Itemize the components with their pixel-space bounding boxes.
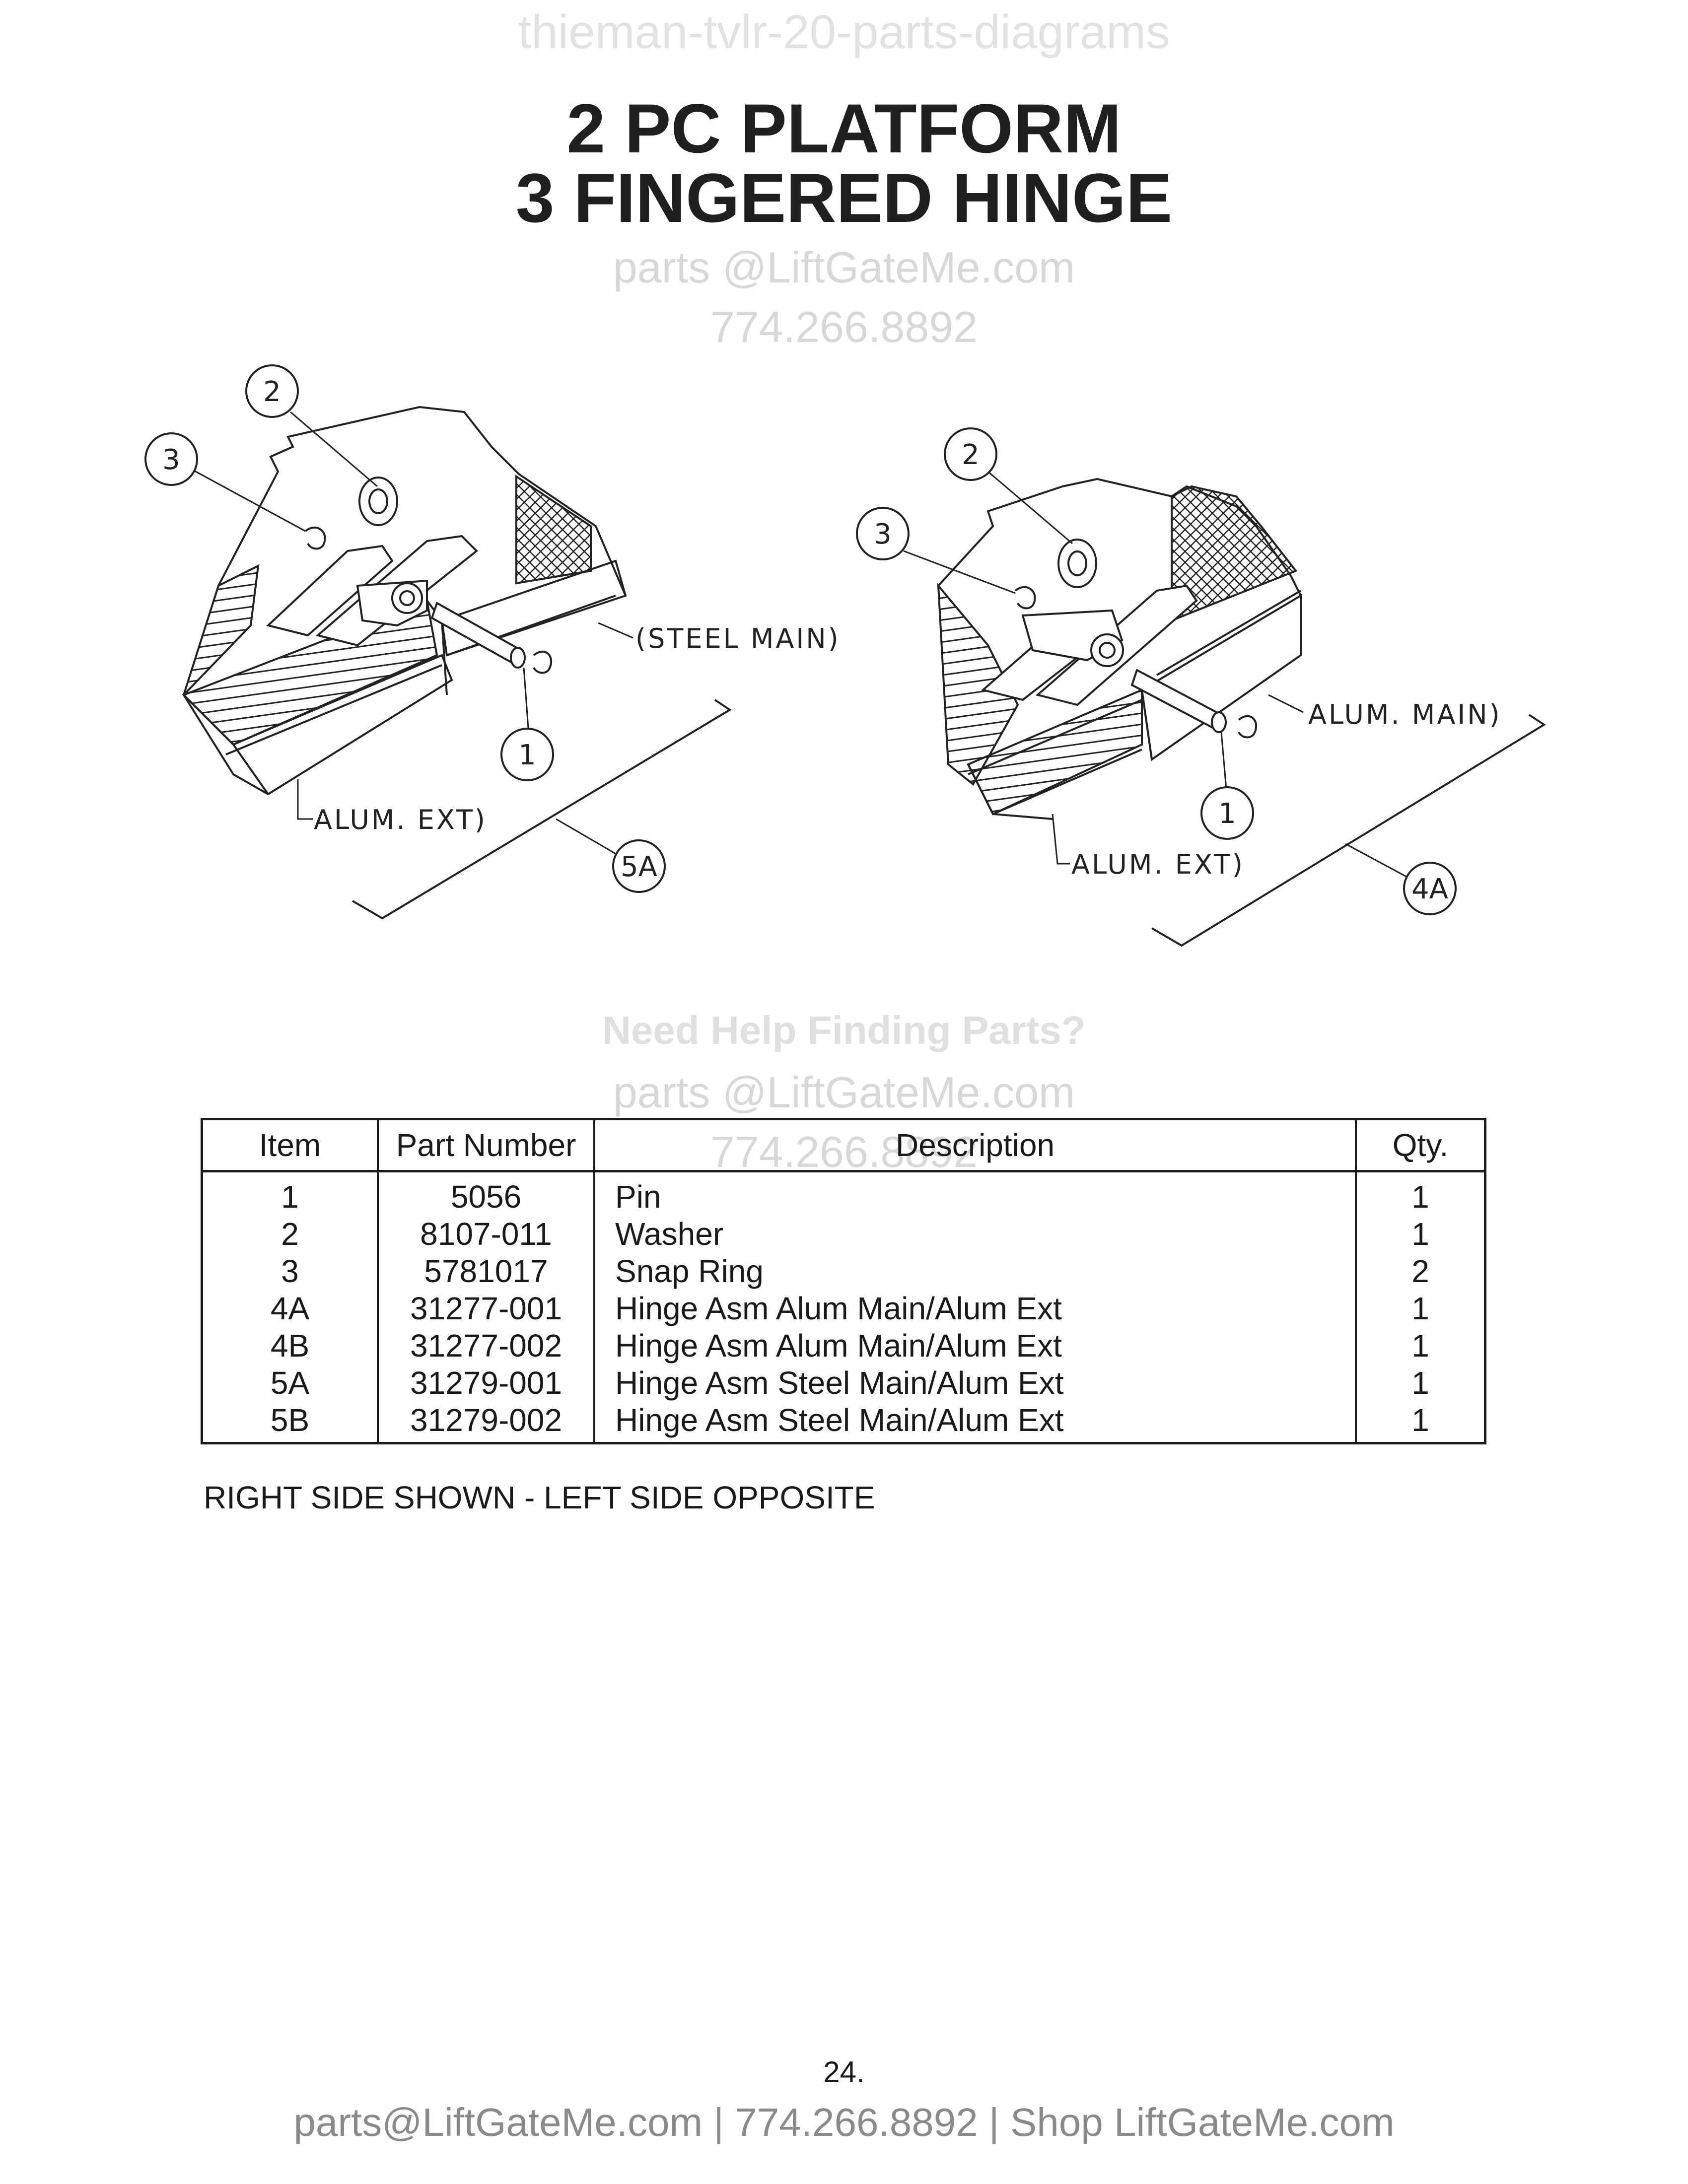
callout-right-1: 1 xyxy=(1218,798,1236,830)
callout-left-5a: 5A xyxy=(621,851,657,883)
callout-left-1: 1 xyxy=(518,739,536,771)
footer-contact[interactable]: parts@LiftGateMe.com | 774.266.8892 | Sh… xyxy=(293,2100,1395,2144)
cell-item: 4A xyxy=(202,1290,379,1327)
cell-description: Hinge Asm Alum Main/Alum Ext xyxy=(594,1327,1357,1365)
page-title-line-2: 3 FINGERED HINGE xyxy=(515,159,1173,237)
header-item: Item xyxy=(202,1119,379,1172)
page-title-line-1: 2 PC PLATFORM xyxy=(566,89,1122,167)
watermark-email-1: parts @LiftGateMe.com xyxy=(613,243,1075,292)
cell-qty: 1 xyxy=(1411,1291,1429,1326)
table-row: 5A 31279-001 Hinge Asm Steel Main/Alum E… xyxy=(202,1365,1485,1402)
cell-qty: 1 xyxy=(1411,1179,1429,1215)
cell-part-number: 31279-001 xyxy=(378,1365,595,1402)
diagram-left-text: 2 3 1 5A (STEEL MAIN) ALUM. EXT) xyxy=(162,376,841,883)
cell-description: Hinge Asm Alum Main/Alum Ext xyxy=(594,1290,1357,1327)
cell-item: 1 xyxy=(202,1171,379,1216)
table-row: 2 8107-011 Washer 1 xyxy=(202,1216,1485,1253)
diagram-right-text: 2 3 1 4A ALUM. MAIN) ALUM. EXT) xyxy=(874,439,1502,905)
header-qty: Qty. xyxy=(1356,1119,1485,1172)
callout-left-3: 3 xyxy=(162,444,180,476)
header-description: Description xyxy=(594,1119,1357,1172)
cell-item: 2 xyxy=(202,1216,379,1253)
watermark-phone-1: 774.266.8892 xyxy=(710,302,978,351)
label-alum-main: ALUM. MAIN) xyxy=(1308,699,1502,730)
table-row: 5B 31279-002 Hinge Asm Steel Main/Alum E… xyxy=(202,1402,1485,1443)
watermark-email-2: parts @LiftGateMe.com xyxy=(613,1068,1075,1117)
hinge-diagrams: 2 3 1 5A (STEEL MAIN) ALUM. EXT) xyxy=(144,364,1546,947)
cell-item: 3 xyxy=(202,1253,379,1290)
parts-table: Item Part Number Description Qty. 1 5056… xyxy=(201,1118,1486,1444)
cell-part-number: 31277-001 xyxy=(378,1290,595,1327)
cell-part-number: 5781017 xyxy=(378,1253,595,1290)
cell-qty: 2 xyxy=(1411,1253,1429,1289)
table-row: 1 5056 Pin 1 xyxy=(202,1171,1485,1216)
callout-left-2: 2 xyxy=(263,376,281,408)
cell-qty: 1 xyxy=(1411,1365,1429,1401)
cell-qty: 1 xyxy=(1411,1216,1429,1252)
cell-part-number: 5056 xyxy=(378,1171,595,1216)
cell-part-number: 31277-002 xyxy=(378,1327,595,1365)
cell-description: Pin xyxy=(594,1171,1357,1216)
side-note: RIGHT SIDE SHOWN - LEFT SIDE OPPOSITE xyxy=(204,1480,875,1515)
parts-table-header: Item Part Number Description Qty. xyxy=(202,1119,1485,1172)
callout-right-2: 2 xyxy=(962,439,980,471)
diagram-right xyxy=(856,427,1546,947)
cell-qty: 1 xyxy=(1411,1402,1429,1438)
header-part-number: Part Number xyxy=(378,1119,595,1172)
cell-description: Hinge Asm Steel Main/Alum Ext xyxy=(594,1402,1357,1443)
watermark-top: thieman-tvlr-20-parts-diagrams xyxy=(518,5,1170,59)
diagram-left xyxy=(144,364,732,920)
table-row: 3 5781017 Snap Ring 2 xyxy=(202,1253,1485,1290)
cell-part-number: 8107-011 xyxy=(378,1216,595,1253)
label-right-alum-ext: ALUM. EXT) xyxy=(1071,849,1245,880)
cell-item: 5A xyxy=(202,1365,379,1402)
cell-qty: 1 xyxy=(1411,1328,1429,1364)
watermark-help-title: Need Help Finding Parts? xyxy=(602,1008,1086,1052)
page-number: 24. xyxy=(823,2055,865,2089)
table-row: 4B 31277-002 Hinge Asm Alum Main/Alum Ex… xyxy=(202,1327,1485,1365)
cell-description: Washer xyxy=(594,1216,1357,1253)
cell-description: Snap Ring xyxy=(594,1253,1357,1290)
label-steel-main: (STEEL MAIN) xyxy=(635,623,841,654)
label-left-alum-ext: ALUM. EXT) xyxy=(314,804,487,835)
cell-item: 4B xyxy=(202,1327,379,1365)
cell-item: 5B xyxy=(202,1402,379,1443)
cell-part-number: 31279-002 xyxy=(378,1402,595,1443)
cell-description: Hinge Asm Steel Main/Alum Ext xyxy=(594,1365,1357,1402)
callout-right-4a: 4A xyxy=(1411,873,1448,905)
table-row: 4A 31277-001 Hinge Asm Alum Main/Alum Ex… xyxy=(202,1290,1485,1327)
callout-right-3: 3 xyxy=(874,518,892,550)
